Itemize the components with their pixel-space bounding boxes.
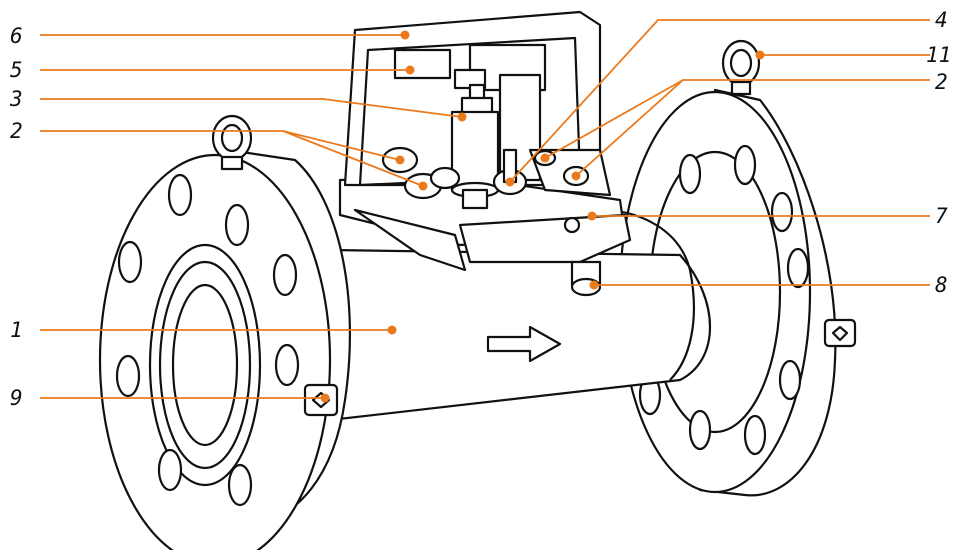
callout-label-1: 1 [10, 318, 23, 342]
flow-direction-arrow [486, 325, 562, 363]
body-pipe [328, 208, 711, 422]
callout-label-9: 9 [10, 386, 23, 410]
transducer-connectors-right [528, 148, 612, 197]
callout-label-5: 5 [10, 58, 23, 82]
callout-label-4: 4 [935, 8, 948, 32]
right-lifting-eye [721, 39, 761, 96]
right-flange [618, 88, 857, 497]
leader-3 [40, 98, 463, 118]
display-board-5 [393, 48, 452, 80]
callout-label-3: 3 [10, 87, 23, 111]
leader-dots [320, 30, 765, 403]
callout-label-8: 8 [935, 273, 948, 297]
callout-label-7: 7 [935, 204, 948, 228]
leader-lines [40, 19, 930, 399]
callout-label-2-left: 2 [10, 119, 23, 143]
callout-label-2-right: 2 [935, 70, 948, 94]
callout-label-11: 11 [926, 43, 952, 67]
callout-label-6: 6 [10, 24, 23, 48]
leader-2a-2 [282, 130, 424, 187]
leader-4 [509, 19, 930, 183]
leader-2b-2 [575, 79, 684, 177]
left-flange [98, 148, 352, 554]
